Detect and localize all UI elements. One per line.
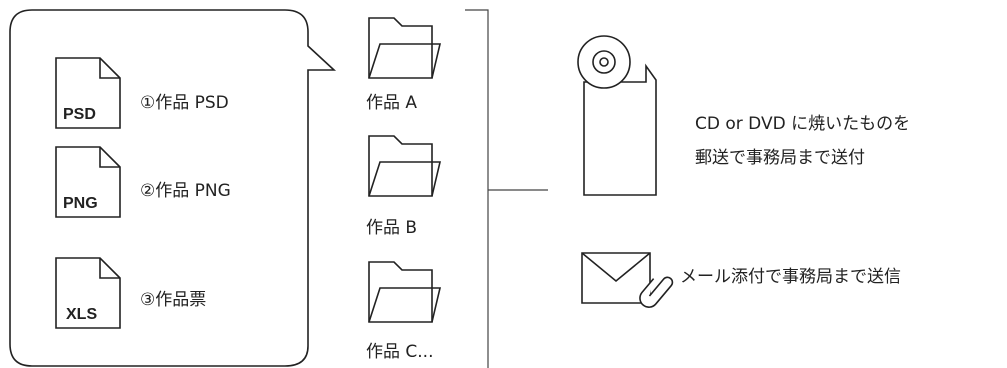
option-text-line: 郵送で事務局まで送付 xyxy=(695,148,865,168)
folder-item-c: 作品 C... xyxy=(366,261,442,362)
folder-label: 作品 B xyxy=(366,218,417,238)
folder-label: 作品 A xyxy=(366,93,417,113)
folder-icon xyxy=(368,261,442,323)
bracket-connector xyxy=(465,9,548,368)
psd-file-icon: PSD xyxy=(55,57,121,129)
option-text-line: メール添付で事務局まで送信 xyxy=(680,267,901,287)
option-text-line: CD or DVD に焼いたものを xyxy=(695,114,910,134)
submission-option-email: メール添付で事務局まで送信 xyxy=(581,252,901,308)
speech-bubble xyxy=(9,9,337,367)
file-type-label: XLS xyxy=(66,306,97,323)
png-file-icon: PNG xyxy=(55,146,121,218)
submission-option-cd: CD or DVD に焼いたものを 郵送で事務局まで送付 xyxy=(577,35,910,196)
file-type-label: PSD xyxy=(63,106,96,123)
file-caption: ②作品 PNG xyxy=(140,181,231,201)
mail-attachment-icon xyxy=(581,252,674,308)
cd-envelope-icon xyxy=(577,35,657,196)
xls-file-icon: XLS xyxy=(55,257,121,329)
file-item-png: PNG ②作品 PNG xyxy=(55,146,231,218)
folder-icon xyxy=(368,135,442,197)
folder-item-a: 作品 A xyxy=(366,17,442,113)
file-item-xls: XLS ③作品票 xyxy=(55,257,206,329)
file-type-label: PNG xyxy=(63,195,98,212)
folder-label: 作品 C... xyxy=(366,342,434,362)
file-caption: ①作品 PSD xyxy=(140,93,229,113)
paperclip-icon xyxy=(639,276,674,308)
file-caption: ③作品票 xyxy=(140,290,206,310)
file-item-psd: PSD ①作品 PSD xyxy=(55,57,229,129)
folder-item-b: 作品 B xyxy=(366,135,442,238)
folder-icon xyxy=(368,17,442,79)
